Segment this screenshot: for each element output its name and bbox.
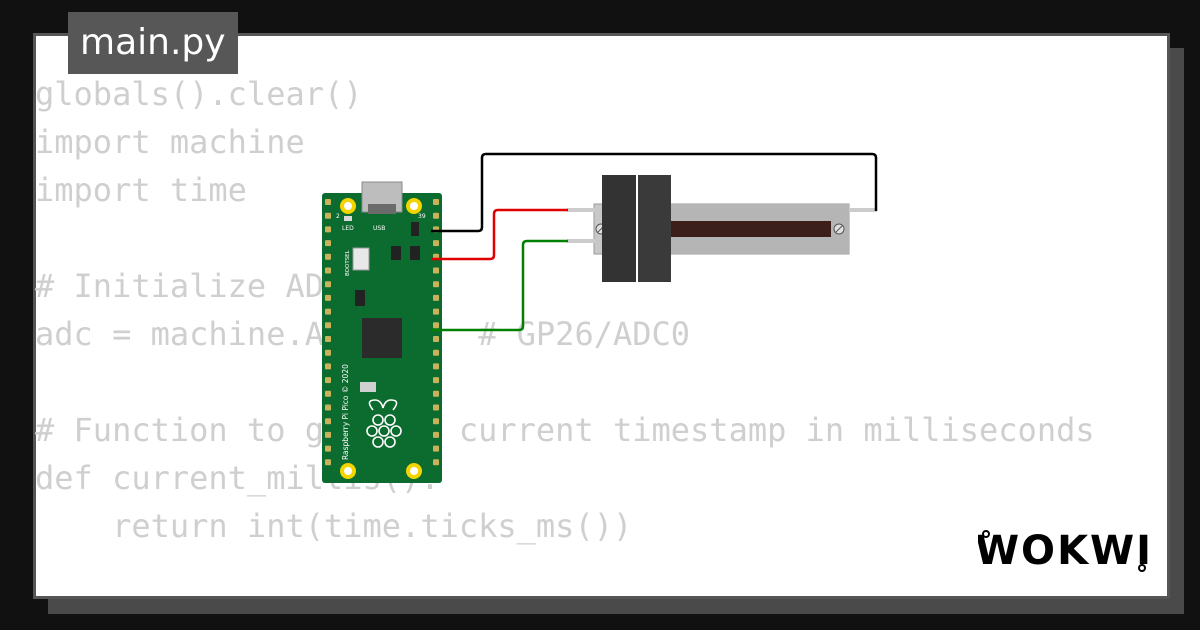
header-pin <box>433 459 439 466</box>
header-pin <box>325 267 331 274</box>
header-pin <box>433 267 439 274</box>
header-pin <box>433 404 439 411</box>
header-pin <box>325 253 331 260</box>
header-pin <box>325 336 331 342</box>
file-tab[interactable]: main.py <box>68 12 238 74</box>
header-pin <box>433 322 439 329</box>
header-pin <box>325 377 331 384</box>
header-pin <box>433 431 439 438</box>
header-pin <box>433 377 439 384</box>
header-pin <box>433 349 439 356</box>
slide-potentiometer[interactable] <box>567 175 877 282</box>
wokwi-logo: WOKWI <box>978 528 1150 574</box>
slider-knob-right[interactable] <box>638 175 671 282</box>
pin-label-left: 2 <box>336 213 340 220</box>
header-pin <box>325 322 331 329</box>
file-tab-label: main.py <box>80 22 226 63</box>
header-pin <box>433 308 439 315</box>
header-pin <box>433 240 439 247</box>
usb-label: USB <box>373 225 385 232</box>
smd-component <box>391 246 401 260</box>
pot-track <box>665 221 831 237</box>
code-line: globals().clear() <box>35 75 363 113</box>
header-pin <box>325 445 331 452</box>
smd-component <box>360 382 376 392</box>
editor-card <box>33 33 1170 599</box>
header-pin <box>433 336 439 342</box>
header-pin <box>433 390 439 397</box>
header-pin <box>325 281 331 288</box>
header-pin <box>325 418 331 425</box>
pot-pin <box>567 208 595 212</box>
header-pin <box>325 404 331 411</box>
header-pin <box>325 240 331 247</box>
header-pin <box>433 294 439 301</box>
header-pin <box>325 294 331 301</box>
header-pin <box>433 418 439 425</box>
code-line: return int(time.ticks_ms()) <box>35 507 633 545</box>
header-pin <box>325 226 331 233</box>
code-editor[interactable]: globals().clear() import machine import ti… <box>35 70 1095 550</box>
code-line: adc = machine.ADC(26) # GP26/ADC0 <box>35 315 691 353</box>
header-pin <box>325 431 331 438</box>
header-pin <box>325 459 331 466</box>
header-pin <box>433 281 439 288</box>
header-pin <box>433 445 439 452</box>
smd-component <box>410 246 420 260</box>
wire-gnd[interactable] <box>431 152 878 233</box>
bootsel-label: BOOTSEL <box>345 249 351 276</box>
wire-signal[interactable] <box>431 239 568 332</box>
slider-knob-left[interactable] <box>602 175 636 282</box>
code-line: import machine <box>35 123 305 161</box>
header-pin <box>433 199 439 205</box>
bootsel-button[interactable] <box>352 247 370 271</box>
led-label: LED <box>342 225 354 232</box>
code-line: import time <box>35 171 247 209</box>
smd-component <box>355 290 365 306</box>
header-pin <box>325 349 331 356</box>
header-pin <box>325 199 331 205</box>
logo-text: WOKWI <box>978 528 1150 574</box>
wire-vcc[interactable] <box>431 208 568 261</box>
pot-pin <box>849 208 877 212</box>
usb-port <box>368 204 396 214</box>
header-pin <box>433 212 439 219</box>
pico-board[interactable]: 2 39 LED USB BOOTSEL Raspberry Pi Pico ©… <box>322 181 442 483</box>
smd-component <box>411 222 419 236</box>
code-line: # Initialize ADC <box>35 267 344 305</box>
header-pin <box>325 212 331 219</box>
header-pin <box>325 308 331 315</box>
onboard-led <box>344 216 352 221</box>
rp2040-chip <box>362 318 402 358</box>
header-pin <box>325 390 331 397</box>
board-silkscreen: Raspberry Pi Pico © 2020 <box>341 364 350 460</box>
header-pin <box>433 363 439 370</box>
raspberry-logo-icon <box>366 399 402 448</box>
pin-label-right: 39 <box>418 213 426 220</box>
pot-pin <box>567 239 595 243</box>
pin-headers <box>325 199 439 466</box>
header-pin <box>325 363 331 370</box>
